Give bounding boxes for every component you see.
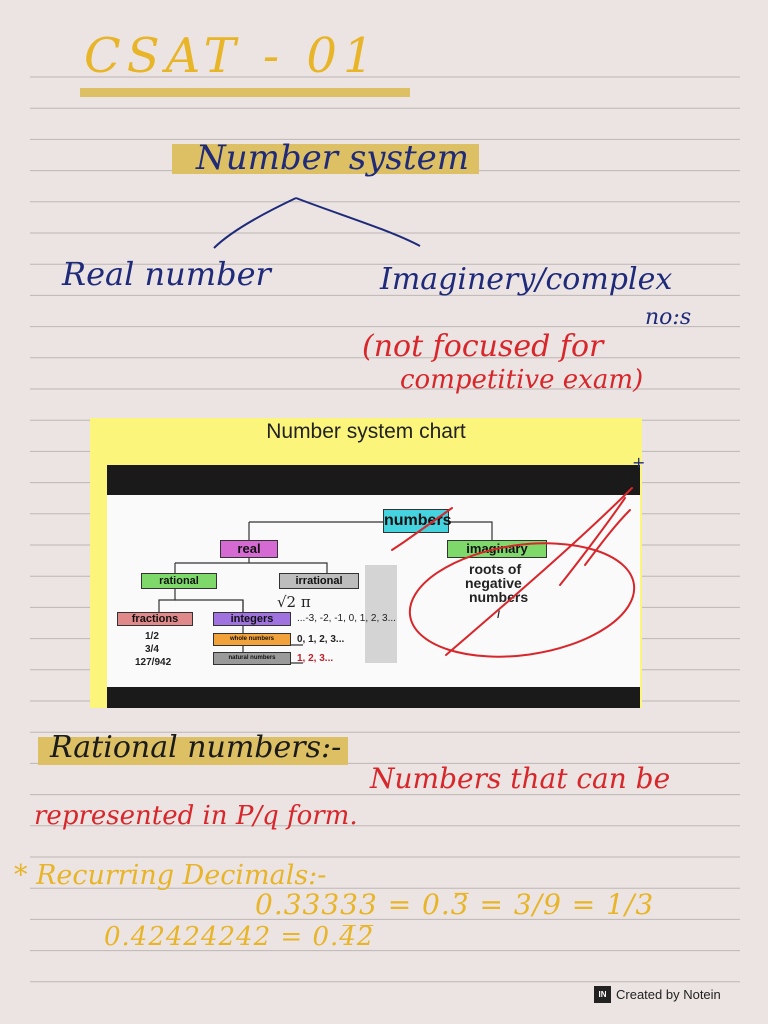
chart-natural-examples: 1, 2, 3... [297, 653, 334, 664]
chart-irrational-examples: √2 π [277, 593, 311, 611]
chart-node-numbers: numbers [383, 509, 452, 533]
branch-real-number: Real number [62, 255, 271, 293]
chart-fraction-example-2: 3/4 [145, 644, 159, 655]
notein-logo-icon: IN [594, 986, 611, 1003]
title-highlight [80, 88, 410, 97]
chart-frame: numbers real imaginary roots of negative… [107, 465, 640, 708]
chart-integers-examples: ...-3, -2, -1, 0, 1, 2, 3... [297, 613, 396, 624]
rational-definition-2: represented in P/q form. [34, 801, 358, 831]
chart-title: Number system chart [266, 420, 466, 443]
chart-node-irrational: irrational [279, 573, 359, 589]
chart-whole-examples: 0, 1, 2, 3... [297, 634, 345, 645]
chart-node-whole: whole numbers [213, 633, 291, 646]
topic-heading: Number system [196, 138, 469, 178]
chart-node-natural: natural numbers [213, 652, 291, 665]
chart-node-rational: rational [141, 573, 217, 589]
chart-fraction-example-1: 1/2 [145, 631, 159, 642]
chart-node-fractions: fractions [117, 612, 193, 626]
svg-text:+: + [632, 453, 645, 472]
branch-imaginary-cont: no:s [645, 305, 692, 330]
branch-imaginary: Imaginery/complex [380, 262, 673, 297]
chart-body: numbers real imaginary roots of negative… [107, 495, 640, 687]
chart-node-integers: integers [213, 612, 291, 626]
page-title: CSAT - 01 [84, 28, 380, 84]
rational-heading: Rational numbers:- [50, 730, 342, 765]
rational-highlight [38, 737, 348, 765]
chart-imaginary-desc-2: negative [465, 575, 522, 591]
recurring-heading: * Recurring Decimals:- [14, 860, 327, 891]
chart-fraction-example-3: 127/942 [135, 657, 172, 668]
footer: IN Created by Notein [594, 986, 721, 1003]
number-system-chart-image: Number system chart [90, 418, 642, 708]
chart-node-real: real [220, 540, 278, 558]
topic-highlight [172, 144, 479, 174]
note-line-1: (not focused for [362, 329, 604, 364]
chart-imaginary-symbol: i [497, 605, 501, 621]
note-line-2: competitive exam) [400, 365, 644, 395]
recurring-example-2: 0.42424242 = 0.4̅2̅ [104, 922, 375, 952]
chart-imaginary-desc-3: numbers [469, 589, 529, 605]
footer-text: Created by Notein [616, 987, 721, 1002]
rational-definition-1: Numbers that can be [370, 762, 671, 795]
recurring-example-1: 0.33333 = 0.3̅ = 3/9 = 1/3 [255, 888, 655, 921]
chart-irrational-shade [365, 565, 397, 663]
chart-imaginary-desc-1: roots of [469, 561, 522, 577]
